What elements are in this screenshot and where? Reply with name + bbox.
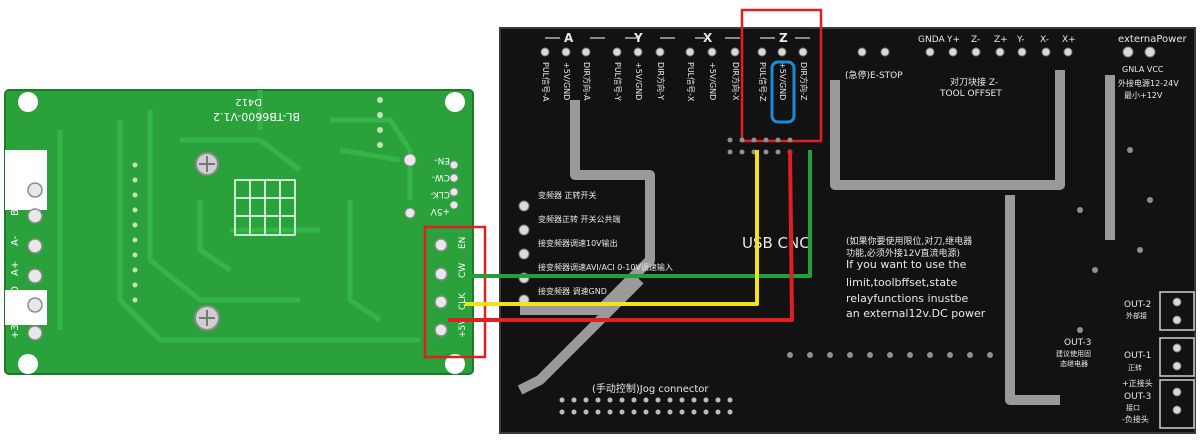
top-pin-x-plus: X+ (1062, 35, 1076, 45)
external-power-sub: GNLA VCC (1122, 65, 1164, 74)
board-code-label: D412 (235, 96, 262, 107)
pin-label-x-pul: PUL信号-X (686, 62, 696, 102)
terminal-label-b-minus: B- (10, 179, 21, 190)
top-pin-y-plus: Y+ (946, 35, 960, 45)
pin-label-x-5v: +5V/GND (708, 62, 717, 100)
right-controller-board: A Y X Z PUL信号-A +5V/GND DIR方向-A PUL信号-Y … (499, 8, 1196, 434)
left-driver-board: BL-TB6600-V1.2 D412 B- B+ A- A+ GND +32V… (4, 89, 487, 375)
side-label-5: 接变频器 调速GND (538, 286, 607, 296)
out3-label: OUT-3 (1124, 392, 1151, 402)
pin-label-z-5v: +5V/GND (778, 62, 787, 100)
side-label-1: 变频器 正转开关 (538, 190, 597, 200)
usb-cnc-label: USB CNC (742, 234, 810, 252)
tool-offset-cn: 对刀块接 Z- (950, 76, 998, 88)
axis-header-x: X (703, 31, 713, 45)
out3-sub: 接口 (1126, 403, 1140, 412)
pin-label-a-dir: DIR方向-A (582, 62, 592, 101)
terminal-label-a-minus: A- (10, 235, 21, 246)
axis-header-a: A (564, 31, 574, 45)
boxed-label-cw: CW (458, 263, 468, 278)
terminal-label-32v: +32V (10, 311, 21, 339)
notice-cn-line1: (如果你要使用限位,对刀,继电器 (846, 235, 972, 247)
boxed-label-5v: +5V (458, 318, 468, 338)
axis-header-z: Z (779, 31, 788, 45)
out3-top-cn2: 态继电器 (1060, 359, 1088, 368)
top-pin-x-minus: X- (1040, 35, 1049, 45)
terminal-label-gnd: GND (10, 286, 21, 309)
side-label-4: 接变频器调速AVI/ACI 0-10V调速输入 (538, 262, 673, 272)
notice-en-line3: relayfunctions inustbe (846, 292, 969, 305)
boxed-label-en: EN (458, 237, 468, 249)
green-wire (470, 150, 812, 278)
axis-header-y: Y (633, 31, 643, 45)
signal-label-cw-minus: CW- (432, 172, 450, 182)
terminal-label-a-plus: A+ (10, 261, 21, 276)
notice-en-line1: If you want to use the (846, 258, 967, 271)
pin-label-y-pul: PUL信号-Y (613, 62, 623, 101)
signal-label-clk-minus: CLK- (430, 189, 450, 199)
notice-en-line2: limit,toolbffset,state (846, 276, 957, 289)
side-label-3: 接变频器调速10V输出 (538, 238, 618, 248)
out2-label: OUT-2 (1124, 300, 1151, 310)
top-pin-z-plus: Z+ (994, 35, 1008, 45)
signal-label-en-minus: EN- (434, 155, 450, 165)
boxed-label-clk: CLK (458, 292, 468, 310)
board-model-label: BL-TB6600-V1.2 (213, 110, 300, 123)
pin-label-y-dir: DIR方向-Y (656, 62, 666, 100)
top-pin-z-minus: Z- (971, 35, 980, 45)
jog-connector-pins (559, 397, 733, 415)
pin-label-x-dir: DIR方向-X (731, 62, 741, 101)
pin-label-a-pul: PUL信号-A (541, 62, 551, 102)
connection-wires (448, 149, 812, 322)
top-pin-gnda: GNDA (918, 35, 945, 45)
negative-connector-label: -负接头 (1122, 414, 1149, 424)
terminal-label-b-plus: B+ (10, 201, 21, 216)
notice-cn-line2: 功能,必须外接12V直流电源) (846, 247, 960, 259)
out1-label: OUT-1 (1124, 351, 1151, 361)
positive-connector-label: +正接头 (1122, 378, 1153, 388)
pin-label-a-5v: +5V/GND (562, 62, 571, 100)
jog-connector-label: (手动控制)Jog connector (592, 382, 709, 395)
estop-label: (急停)E-STOP (845, 69, 903, 81)
side-label-2: 变频器正转 开关公共端 (538, 214, 621, 224)
external-power-label: externaPower (1118, 34, 1187, 45)
external-power-cn: 外接电源12-24V (1118, 78, 1179, 88)
motor-terminal-block (27, 182, 43, 341)
pin-label-y-5v: +5V/GND (634, 62, 643, 100)
out3-top-cn: 建议使用固 (1056, 349, 1091, 358)
pin-label-z-pul: PUL信号-Z (758, 62, 768, 102)
external-power-cn2: 最小+12V (1124, 91, 1163, 100)
signal-highlight-box (423, 225, 487, 359)
red-wire (448, 149, 794, 322)
out2-sub: 外部接 (1126, 311, 1147, 320)
out1-sub: 正转 (1128, 363, 1142, 372)
z-5v-pin-highlight (770, 60, 796, 124)
pin-label-z-dir: DIR方向-Z (799, 62, 809, 101)
top-pin-y-minus: Y- (1016, 35, 1025, 45)
signal-label-5v: +5V (430, 206, 450, 216)
out3-top-label: OUT-3 (1064, 338, 1091, 348)
notice-en-line4: an external12v.DC power (846, 307, 986, 320)
tool-offset-en: TOOL OFFSET (939, 89, 1002, 99)
z-axis-highlight-box (740, 8, 823, 143)
yellow-wire (465, 150, 759, 306)
